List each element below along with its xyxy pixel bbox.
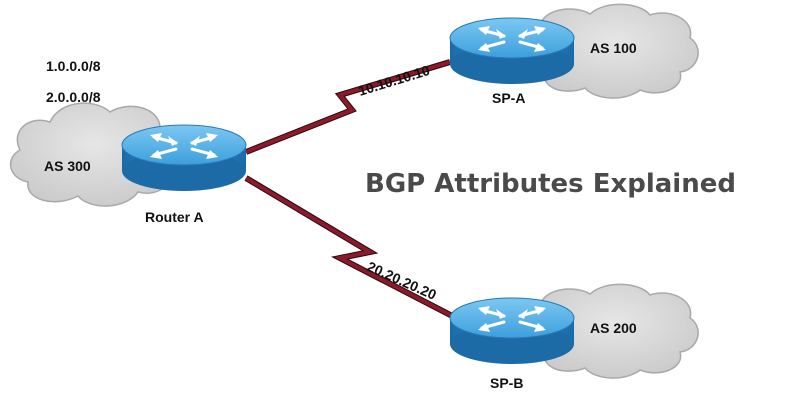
page-title: BGP Attributes Explained [365,169,736,199]
serial-link-icon [244,175,462,323]
serial-link-icon [244,59,451,155]
prefix-label: 2.0.0.0/8 [46,89,101,105]
router-a-icon [120,123,248,193]
cloud-icon [530,3,699,99]
sp-b-as-label: AS 200 [590,320,637,336]
router-a-as-label: AS 300 [44,158,91,174]
sp-b-name: SP-B [490,375,523,391]
sp-a-name: SP-A [492,90,525,106]
sp-a-as-label: AS 100 [590,40,637,56]
sp-b-router-icon [448,296,576,366]
link-ip-label: 20.20.20.20 [365,258,439,303]
sp-a-router-icon [448,16,576,86]
cloud-icon [530,283,699,379]
prefix-label: 1.0.0.0/8 [46,58,101,74]
link-ip-label: 10.10.10.10 [356,62,432,99]
router-a-name: Router A [145,209,204,225]
